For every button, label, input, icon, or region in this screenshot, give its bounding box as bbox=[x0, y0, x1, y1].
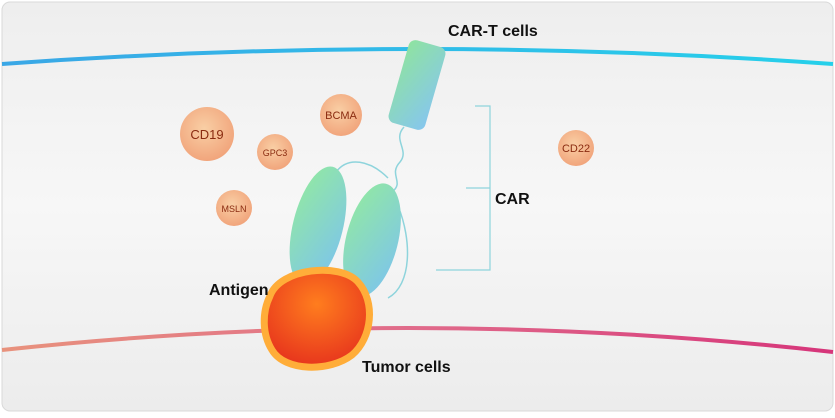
antigen-gpc3: GPC3 bbox=[257, 134, 293, 170]
antigen-bcma: BCMA bbox=[320, 94, 362, 136]
scfv-domain-left bbox=[289, 166, 347, 286]
car-linker-lower bbox=[387, 205, 409, 299]
tumor-cells-label: Tumor cells bbox=[362, 359, 451, 376]
tumor-antigen-blob bbox=[260, 266, 373, 371]
car-t-cells-label: CAR-T cells bbox=[448, 23, 538, 40]
antigen-msln-label: MSLN bbox=[221, 204, 246, 214]
antigen-cd22: CD22 bbox=[558, 130, 594, 166]
tumor-cell-membrane bbox=[1, 325, 834, 354]
antigen-cd19: CD19 bbox=[180, 107, 234, 161]
car-hinge-linker bbox=[391, 126, 405, 193]
antigen-label: Antigen bbox=[209, 282, 269, 299]
car-label: CAR bbox=[495, 191, 530, 208]
antigen-cd22-label: CD22 bbox=[562, 143, 590, 155]
antigen-gpc3-label: GPC3 bbox=[263, 148, 288, 158]
antigen-bcma-label: BCMA bbox=[325, 110, 357, 122]
antigen-msln: MSLN bbox=[216, 190, 252, 226]
scfv-domain-right bbox=[343, 183, 401, 297]
car-linker-loop bbox=[335, 161, 389, 179]
antigen-cd19-label: CD19 bbox=[190, 127, 223, 142]
car-transmembrane-domain bbox=[388, 40, 446, 130]
